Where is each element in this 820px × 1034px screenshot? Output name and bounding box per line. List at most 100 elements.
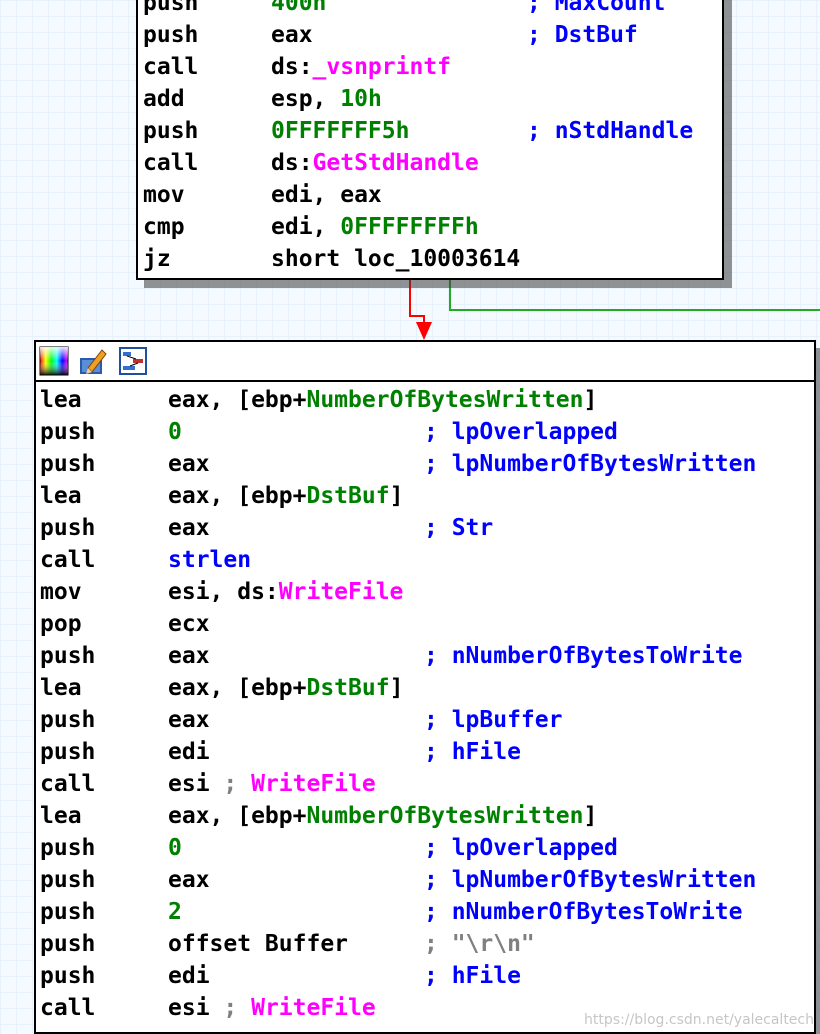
api-name[interactable]: GetStdHandle (312, 150, 479, 176)
comment-text: ; nNumberOfBytesToWrite (424, 899, 743, 925)
operands: 0 (168, 416, 182, 448)
operand-token: 0FFFFFFFFh (340, 214, 479, 240)
mnemonic: push (143, 0, 199, 16)
comment-text: ; lpOverlapped (424, 835, 618, 861)
operands: esi ; WriteFile (168, 768, 376, 800)
mnemonic: push (40, 739, 96, 765)
api-name[interactable]: _vsnprintf (312, 54, 452, 80)
operands: edi (168, 736, 210, 768)
mnemonic: call (40, 771, 96, 797)
asm-line[interactable]: cmp edi, 0FFFFFFFFh (138, 211, 722, 243)
operand-token[interactable]: NumberOfBytesWritten (306, 387, 584, 413)
mnemonic: push (40, 707, 96, 733)
operand-token: eax (168, 451, 210, 477)
comment: ; lpNumberOfBytesWritten (424, 864, 756, 896)
operand-token: eax, [ebp+ (168, 803, 307, 829)
operands: esi ; WriteFile (168, 992, 376, 1024)
operands: eax, [ebp+DstBuf] (168, 480, 403, 512)
operands: ds:GetStdHandle (271, 147, 479, 179)
operands: ds:_vsnprintf (271, 51, 451, 83)
asm-line[interactable]: push edi ; hFile (36, 960, 814, 992)
api-name[interactable]: WriteFile (251, 771, 376, 797)
operands: eax (271, 19, 313, 51)
asm-line[interactable]: push eax ; lpBuffer (36, 704, 814, 736)
comment: ; hFile (424, 960, 521, 992)
operands: eax, [ebp+DstBuf] (168, 672, 403, 704)
operand-token: ds: (271, 150, 313, 176)
operand-token: edi, eax (271, 182, 382, 208)
mnemonic: push (40, 963, 96, 989)
comment-text: ; DstBuf (527, 22, 638, 48)
asm-line[interactable]: call ds:_vsnprintf (138, 51, 722, 83)
mnemonic: lea (40, 803, 82, 829)
comment: ; lpNumberOfBytesWritten (424, 448, 756, 480)
operands: edi, 0FFFFFFFFh (271, 211, 479, 243)
asm-line[interactable]: mov edi, eax (138, 179, 722, 211)
operand-token: esi (168, 771, 224, 797)
mnemonic: add (143, 86, 185, 112)
asm-line[interactable]: push eax ; lpNumberOfBytesWritten (36, 448, 814, 480)
mnemonic: cmp (143, 214, 185, 240)
mnemonic: mov (40, 579, 82, 605)
comment: ; nNumberOfBytesToWrite (424, 896, 743, 928)
operand-token: esi (168, 995, 224, 1021)
api-name[interactable]: WriteFile (251, 995, 376, 1021)
operand-token: eax (168, 707, 210, 733)
mnemonic: jz (143, 246, 171, 272)
operands: eax (168, 704, 210, 736)
comment-text: ; hFile (424, 963, 521, 989)
comment-text: ; nStdHandle (527, 118, 694, 144)
asm-line[interactable]: add esp, 10h (138, 83, 722, 115)
mnemonic: pop (40, 611, 82, 637)
api-name[interactable]: WriteFile (278, 579, 404, 605)
operand-token[interactable]: DstBuf (306, 675, 390, 701)
true-branch-edge[interactable] (449, 280, 820, 311)
asm-line[interactable]: push eax ; lpNumberOfBytesWritten (36, 864, 814, 896)
comment: ; DstBuf (527, 19, 638, 51)
operand-token: eax (168, 867, 210, 893)
edit-icon[interactable] (78, 346, 108, 376)
operand-token[interactable]: DstBuf (306, 483, 390, 509)
operand-token: edi (168, 963, 210, 989)
mnemonic: push (40, 451, 96, 477)
mnemonic: mov (143, 182, 185, 208)
operand-token: 10h (340, 86, 382, 112)
palette-icon[interactable] (39, 346, 69, 376)
operand-token: 0FFFFFFF5h (271, 118, 410, 144)
operand-token[interactable]: NumberOfBytesWritten (306, 803, 584, 829)
block-titlebar (36, 342, 814, 382)
operand-token: eax (168, 515, 210, 541)
asm-line[interactable]: call esi ; WriteFile (36, 768, 814, 800)
operand-token: esi, ds: (168, 579, 279, 605)
mnemonic: call (143, 54, 199, 80)
asm-line[interactable]: mov esi, ds:WriteFile (36, 576, 814, 608)
operand-token: esp, (271, 86, 341, 112)
operand-token: 0 (168, 419, 182, 445)
mnemonic: push (40, 867, 96, 893)
comment-text: ; lpBuffer (424, 707, 563, 733)
comment: ; "\r\n" (424, 928, 535, 960)
operands: strlen (168, 544, 251, 576)
graph-icon[interactable] (118, 346, 148, 376)
